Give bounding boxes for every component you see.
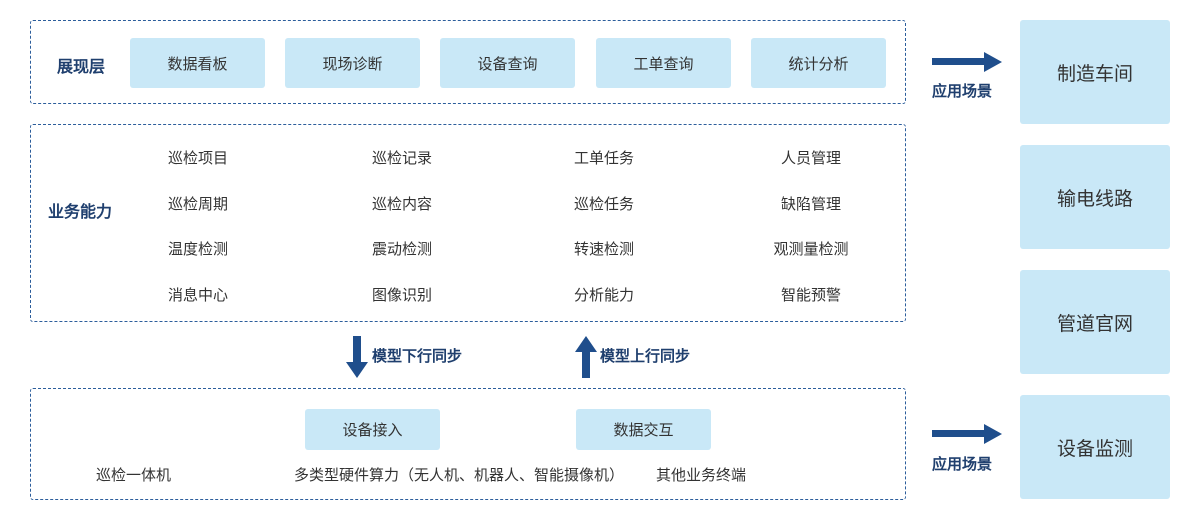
device-other-terminals: 其他业务终端 (656, 466, 747, 484)
chip-device-query[interactable]: 设备查询 (440, 38, 575, 88)
scene-equipment-monitoring[interactable]: 设备监测 (1020, 395, 1170, 499)
arrow-right-icon (932, 424, 1002, 444)
device-multi-hardware: 多类型硬件算力（无人机、机器人、智能摄像机） (294, 466, 625, 484)
data-interaction-button[interactable]: 数据交互 (576, 409, 711, 450)
arrow-down-icon (346, 336, 368, 378)
scene-manufacturing-workshop[interactable]: 制造车间 (1020, 20, 1170, 124)
model-up-sync-label: 模型上行同步 (600, 347, 691, 365)
capability-item: 转速检测 (573, 240, 634, 258)
arrow-up-icon (575, 336, 597, 378)
business-capability-title: 业务能力 (48, 202, 113, 221)
capability-item: 智能预警 (780, 286, 841, 304)
capability-item: 人员管理 (780, 149, 841, 167)
model-down-sync-label: 模型下行同步 (372, 347, 463, 365)
business-capability-box (30, 124, 906, 322)
capability-item: 分析能力 (573, 286, 634, 304)
capability-item: 震动检测 (371, 240, 432, 258)
scene-transmission-line[interactable]: 输电线路 (1020, 145, 1170, 249)
presentation-layer-box (30, 20, 906, 104)
application-scene-label-top: 应用场景 (932, 82, 993, 100)
capability-item: 消息中心 (167, 286, 228, 304)
application-scene-label-bottom: 应用场景 (932, 455, 993, 473)
capability-item: 工单任务 (573, 149, 634, 167)
capability-item: 巡检任务 (573, 195, 634, 213)
device-access-button[interactable]: 设备接入 (305, 409, 440, 450)
device-inspection-terminal: 巡检一体机 (96, 466, 172, 484)
capability-item: 温度检测 (167, 240, 228, 258)
presentation-layer-title: 展现层 (57, 57, 106, 76)
chip-workorder-query[interactable]: 工单查询 (596, 38, 731, 88)
capability-item: 巡检内容 (371, 195, 432, 213)
access-layer-box (30, 388, 906, 500)
chip-statistics[interactable]: 统计分析 (751, 38, 886, 88)
chip-onsite-diagnosis[interactable]: 现场诊断 (285, 38, 420, 88)
capability-item: 缺陷管理 (780, 195, 841, 213)
capability-item: 图像识别 (371, 286, 432, 304)
capability-item: 巡检周期 (167, 195, 228, 213)
capability-item: 巡检项目 (167, 149, 228, 167)
chip-data-dashboard[interactable]: 数据看板 (130, 38, 265, 88)
capability-item: 观测量检测 (773, 240, 849, 258)
arrow-right-icon (932, 52, 1002, 72)
scene-pipeline-network[interactable]: 管道官网 (1020, 270, 1170, 374)
capability-item: 巡检记录 (371, 149, 432, 167)
